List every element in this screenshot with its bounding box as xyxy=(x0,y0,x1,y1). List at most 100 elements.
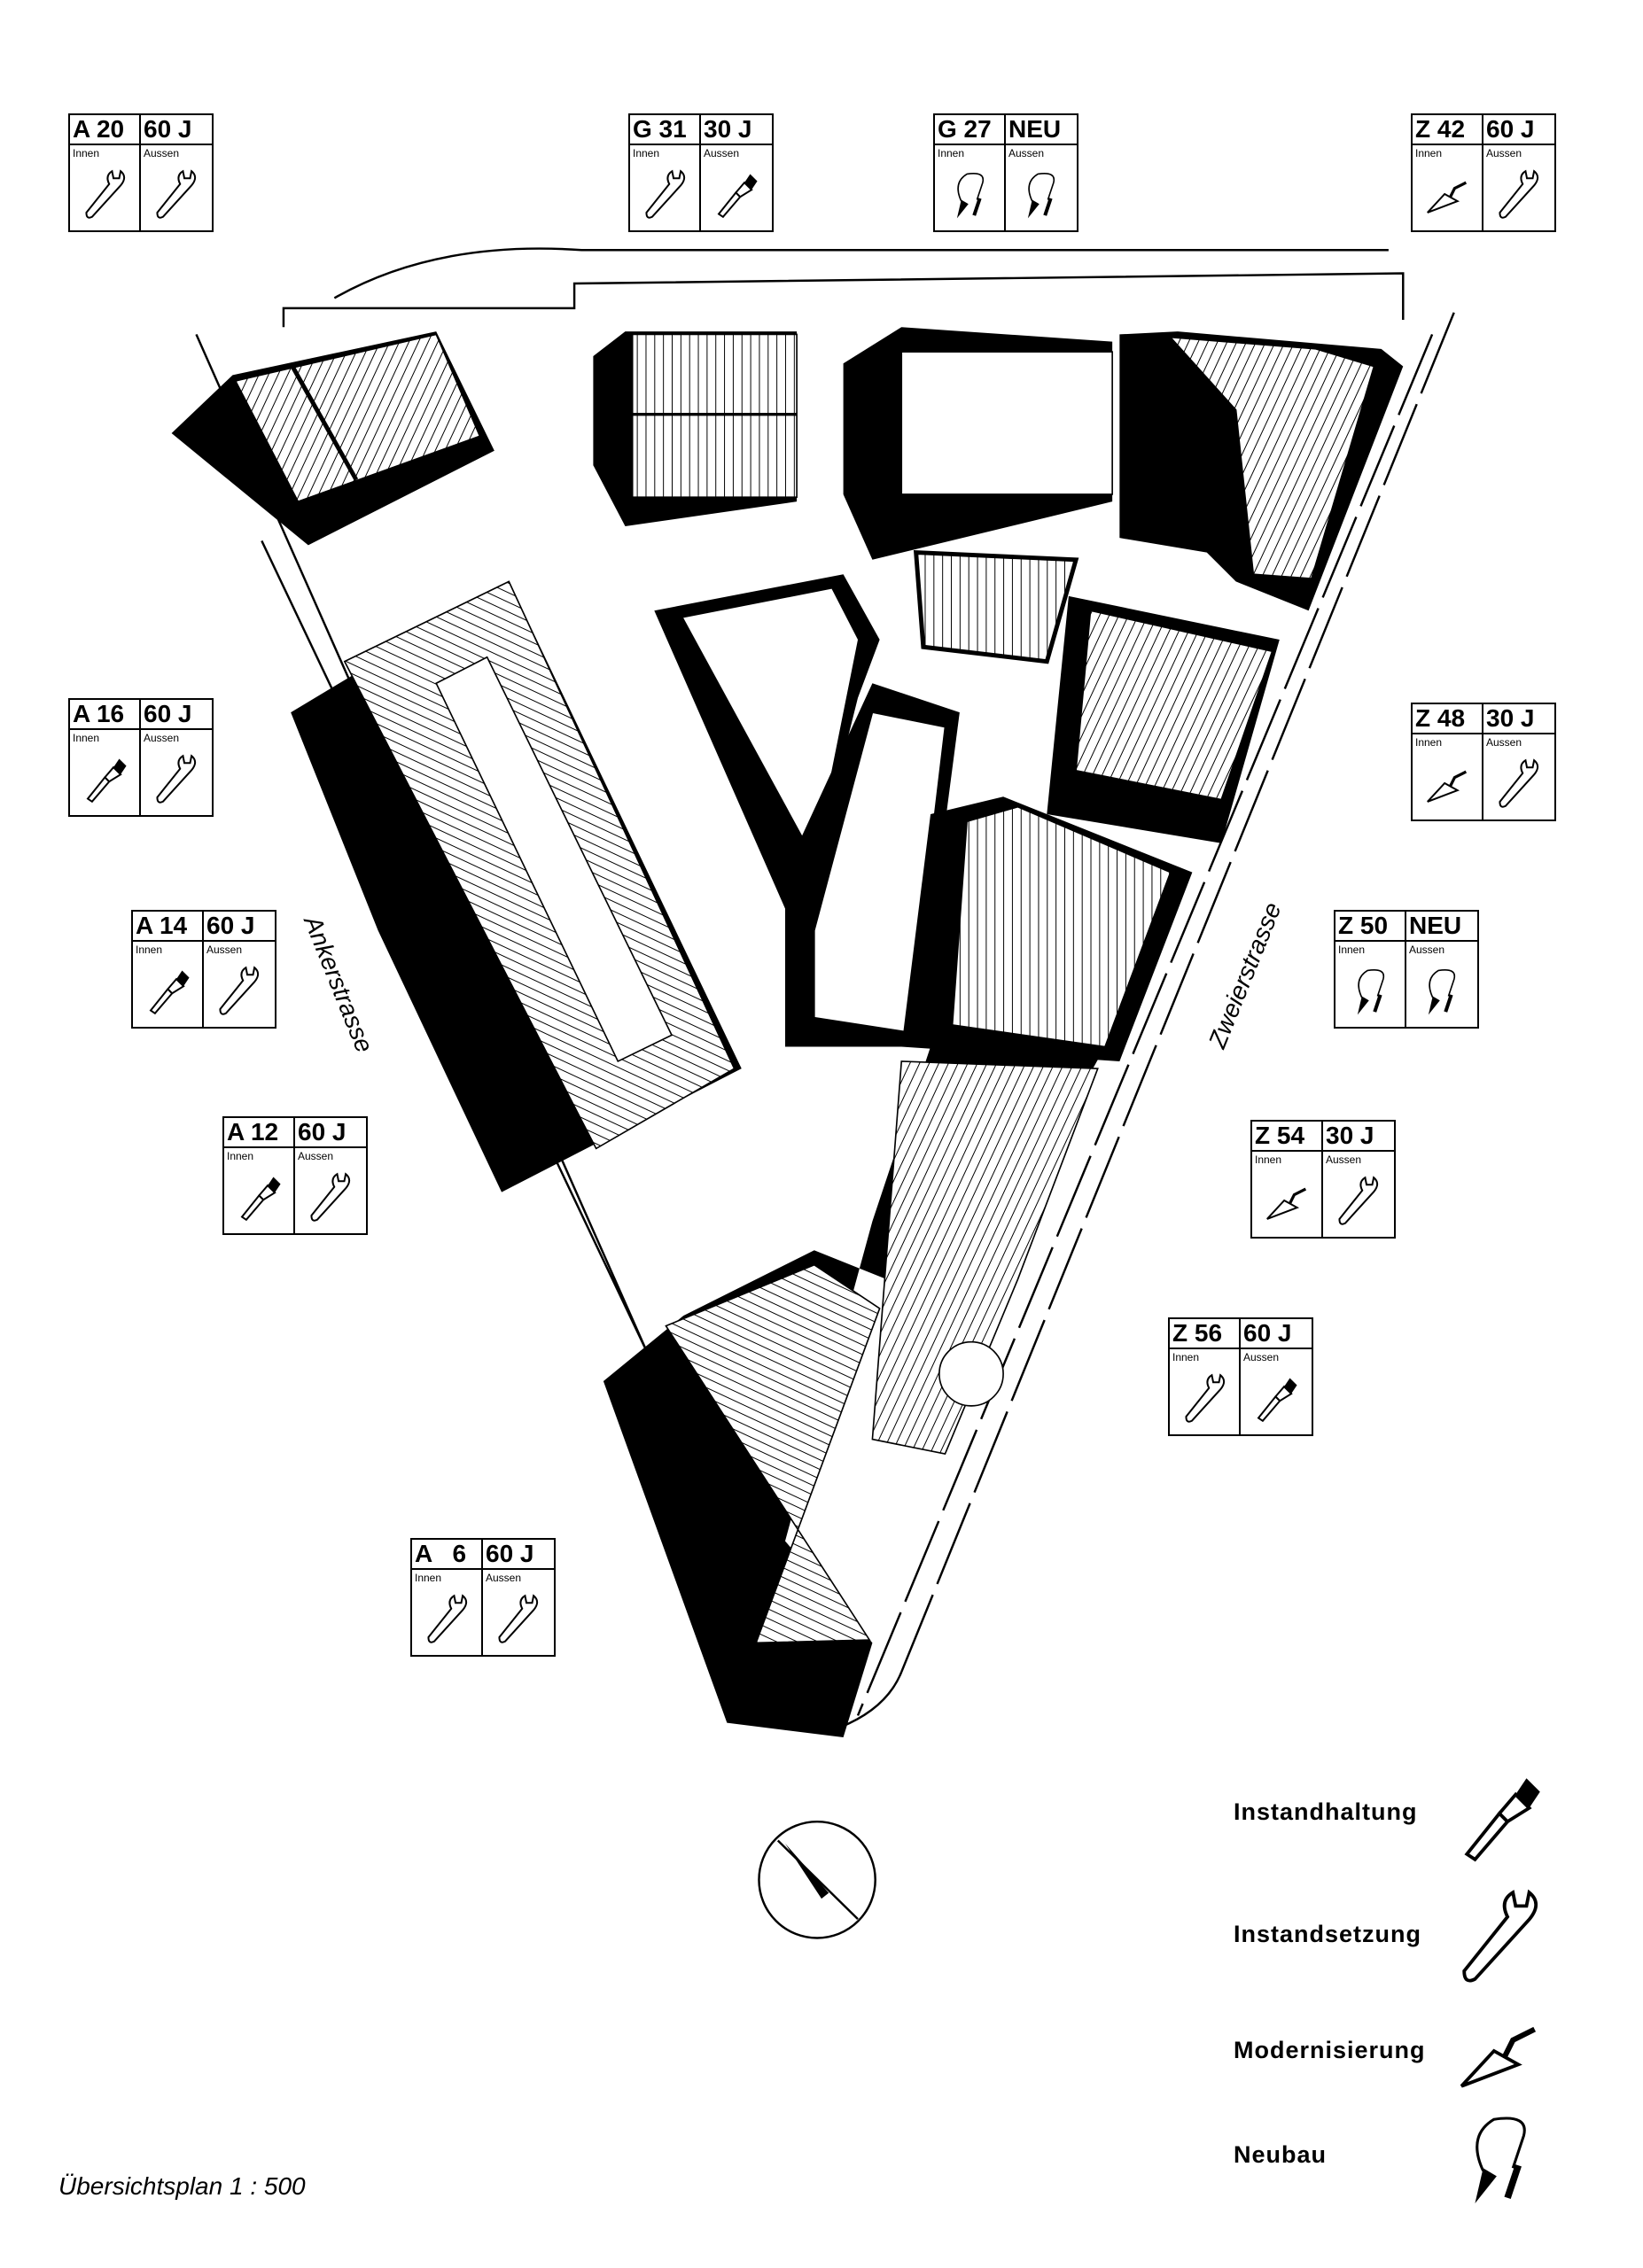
aussen-label: Aussen xyxy=(144,732,180,744)
innen-label: Innen xyxy=(1255,1153,1282,1166)
wrench-icon xyxy=(310,1173,351,1222)
building-label: Z 56 60 J Innen Aussen xyxy=(1168,1317,1313,1436)
plumb-line-icon xyxy=(1453,2109,1551,2206)
innen-label: Innen xyxy=(633,147,660,159)
innen-cell: Innen xyxy=(1170,1349,1241,1434)
wrench-icon xyxy=(1462,1891,1538,1983)
aussen-label: Aussen xyxy=(1008,147,1045,159)
legend-label-neubau: Neubau xyxy=(1234,2141,1328,2168)
building-age: 60 J xyxy=(483,1540,554,1570)
building-g31 xyxy=(593,331,798,527)
building-label: Z 50 NEU Innen Aussen xyxy=(1334,910,1479,1029)
building-label: A 12 60 J Innen Aussen xyxy=(222,1116,368,1235)
building-z42 xyxy=(1119,331,1404,611)
wrench-icon xyxy=(85,170,126,219)
aussen-cell: Aussen xyxy=(1483,145,1554,230)
aussen-cell: Aussen xyxy=(701,145,772,230)
legend-label-modernisierung: Modernisierung xyxy=(1234,2037,1426,2063)
plumb-line-icon xyxy=(1346,959,1398,1021)
plan-caption: Übersichtsplan 1 : 500 xyxy=(58,2172,306,2200)
building-id: A 16 xyxy=(70,700,141,730)
aussen-label: Aussen xyxy=(1486,736,1522,749)
wrench-icon xyxy=(1499,170,1539,219)
plumb-line-icon xyxy=(1016,163,1068,225)
aussen-label: Aussen xyxy=(298,1150,334,1162)
plumb-line-icon xyxy=(946,163,997,225)
building-id: Z 48 xyxy=(1413,704,1483,734)
building-south xyxy=(603,1046,1105,1738)
paintbrush-icon xyxy=(1258,1377,1298,1422)
innen-cell: Innen xyxy=(133,942,204,1027)
aussen-label: Aussen xyxy=(206,944,243,956)
legend-label-instandhaltung: Instandhaltung xyxy=(1234,1798,1418,1825)
innen-cell: Innen xyxy=(70,730,141,815)
building-id: Z 42 xyxy=(1413,115,1483,145)
building-age: 30 J xyxy=(1483,704,1554,734)
paintbrush-icon xyxy=(150,969,191,1014)
innen-cell: Innen xyxy=(70,145,141,230)
innen-cell: Innen xyxy=(224,1148,295,1233)
plumb-line-icon xyxy=(1417,959,1468,1021)
building-id: G 27 xyxy=(935,115,1006,145)
building-age: 30 J xyxy=(1323,1122,1394,1152)
innen-cell: Innen xyxy=(935,145,1006,230)
aussen-label: Aussen xyxy=(486,1572,522,1584)
building-age: 60 J xyxy=(204,912,275,942)
wrench-icon xyxy=(427,1595,468,1643)
building-id: Z 54 xyxy=(1252,1122,1323,1152)
building-age: NEU xyxy=(1006,115,1077,145)
innen-label: Innen xyxy=(1415,147,1443,159)
aussen-label: Aussen xyxy=(1486,147,1522,159)
zweierstrasse-edge xyxy=(856,312,1455,1716)
building-a20 xyxy=(171,331,494,546)
building-id: A 12 xyxy=(224,1118,295,1148)
building-label: Z 54 30 J Innen Aussen xyxy=(1250,1120,1396,1239)
wrench-icon xyxy=(219,967,260,1015)
innen-cell: Innen xyxy=(1413,145,1483,230)
building-label: G 27 NEU Innen Aussen xyxy=(933,113,1078,232)
wrench-icon xyxy=(1338,1177,1379,1225)
wrench-icon xyxy=(1499,759,1539,808)
building-age: 60 J xyxy=(141,700,212,730)
wrench-icon xyxy=(156,170,197,219)
building-label: A 14 60 J Innen Aussen xyxy=(131,910,276,1029)
aussen-cell: Aussen xyxy=(1006,145,1077,230)
aussen-label: Aussen xyxy=(1243,1351,1280,1363)
aussen-cell: Aussen xyxy=(1323,1152,1394,1237)
aussen-label: Aussen xyxy=(1326,1153,1362,1166)
building-age: 60 J xyxy=(1241,1319,1312,1349)
building-center xyxy=(654,550,1079,1047)
innen-label: Innen xyxy=(1338,944,1366,956)
innen-label: Innen xyxy=(1172,1351,1200,1363)
innen-label: Innen xyxy=(73,732,100,744)
aussen-label: Aussen xyxy=(704,147,740,159)
building-age: 60 J xyxy=(1483,115,1554,145)
trowel-icon xyxy=(1426,770,1468,804)
building-id: A 6 xyxy=(412,1540,483,1570)
building-label: A 6 60 J Innen Aussen xyxy=(410,1538,556,1657)
wrench-icon xyxy=(1185,1374,1226,1423)
aussen-label: Aussen xyxy=(1409,944,1445,956)
wrench-icon xyxy=(156,755,197,804)
aussen-cell: Aussen xyxy=(141,145,212,230)
aussen-cell: Aussen xyxy=(204,942,275,1027)
building-g27 xyxy=(843,327,1113,560)
innen-cell: Innen xyxy=(630,145,701,230)
innen-label: Innen xyxy=(1415,736,1443,749)
wrench-icon xyxy=(498,1595,539,1643)
paintbrush-icon xyxy=(1465,1776,1542,1861)
aussen-cell: Aussen xyxy=(1241,1349,1312,1434)
building-label: Z 42 60 J Innen Aussen xyxy=(1411,113,1556,232)
aussen-cell: Aussen xyxy=(483,1570,554,1655)
building-label: Z 48 30 J Innen Aussen xyxy=(1411,703,1556,821)
building-id: Z 56 xyxy=(1170,1319,1241,1349)
building-id: A 20 xyxy=(70,115,141,145)
legend-label-instandsetzung: Instandsetzung xyxy=(1234,1921,1422,1947)
innen-label: Innen xyxy=(938,147,965,159)
aussen-cell: Aussen xyxy=(295,1148,366,1233)
building-label: A 16 60 J Innen Aussen xyxy=(68,698,214,817)
north-arrow xyxy=(758,1820,876,1939)
innen-cell: Innen xyxy=(412,1570,483,1655)
aussen-cell: Aussen xyxy=(1483,734,1554,819)
